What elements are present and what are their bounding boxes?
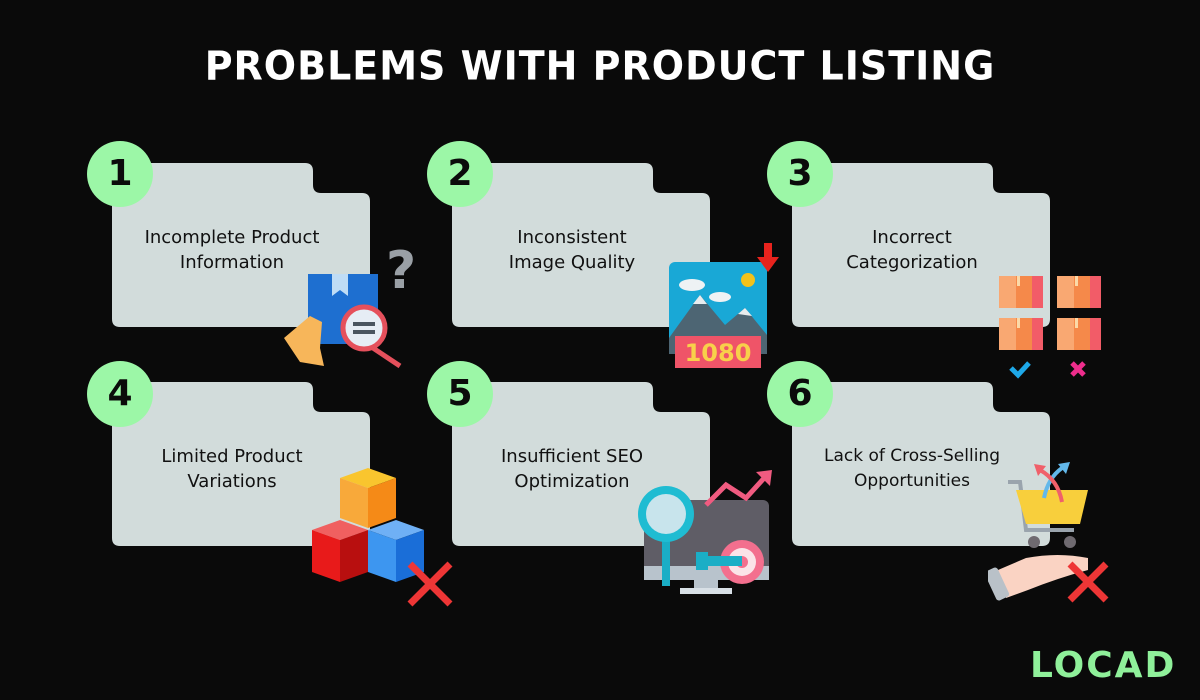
folder-shape <box>112 163 370 327</box>
cubes-cross-icon <box>312 468 453 607</box>
number-badge-6: 6 <box>767 361 833 427</box>
number-badge-1: 1 <box>87 141 153 207</box>
seo-monitor-target-icon <box>638 470 772 594</box>
folder-shape <box>792 163 1050 327</box>
image-1080-download-icon: 1080 <box>669 243 779 368</box>
number-badge-2: 2 <box>427 141 493 207</box>
folder-shape <box>112 382 370 546</box>
folder-shape <box>452 163 710 327</box>
number-badge-5: 5 <box>427 361 493 427</box>
cart-hand-cross-icon <box>988 462 1109 603</box>
number-badge-4: 4 <box>87 361 153 427</box>
box-magnifier-question-icon: ? <box>284 241 416 369</box>
svg-text:?: ? <box>386 241 416 301</box>
svg-text:1080: 1080 <box>685 339 752 367</box>
locad-logo: LOCAD <box>1030 645 1177 686</box>
number-badge-3: 3 <box>767 141 833 207</box>
folder-shape <box>792 382 1050 546</box>
page-title: PROBLEMS WITH PRODUCT LISTING <box>204 42 996 90</box>
boxes-check-cross-icon <box>999 276 1101 379</box>
